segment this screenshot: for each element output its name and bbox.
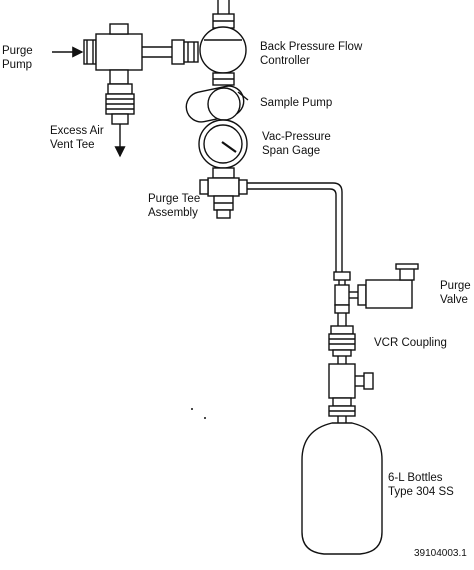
label-excess-air-vent-tee: Excess Air Vent Tee [50,124,104,152]
sample-tubing [247,182,343,272]
label-excess-air-line2: Vent Tee [50,139,95,151]
purge-valve [357,263,419,309]
top-inlet-fitting [212,0,235,29]
stray-dot [191,408,193,410]
label-back-pressure-flow-controller: Back Pressure Flow Controller [260,40,362,68]
label-sample-pump: Sample Pump [260,97,333,109]
label-bottles-line1: 6-L Bottles [388,472,443,484]
label-purge-tee-assembly: Purge Tee Assembly [148,192,200,220]
label-purge-valve-line1: Purge [440,280,471,292]
label-vac-pressure-span-gage: Vac-Pressure Span Gage [262,130,331,158]
purge-cross-fitting [83,23,143,85]
label-gage-line1: Vac-Pressure [262,131,331,143]
label-gage-line2: Span Gage [262,145,321,157]
excess-air-vent-tee [105,83,135,125]
label-purge-pump-line2: Pump [2,59,33,71]
gage-needle [221,141,237,153]
label-bpfc-line2: Controller [260,55,310,67]
bottle-valve [328,363,374,423]
six-liter-bottle [301,422,383,555]
label-bottles-line2: Type 304 SS [388,486,454,498]
sample-pump [185,85,249,123]
purge-tee-assembly [199,167,248,219]
label-purge-tee-line2: Assembly [148,207,198,219]
purge-valve-tee [333,271,358,314]
label-excess-air-line1: Excess Air [50,125,104,137]
label-purge-valve: Purge Valve [440,279,471,307]
label-purge-pump: Purge Pump [2,44,33,72]
stray-dot [204,417,206,419]
label-bpfc-line1: Back Pressure Flow [260,41,363,53]
figure-number: 39104003.1 [414,548,467,559]
label-vcr-coupling: VCR Coupling [374,337,447,349]
label-bottles: 6-L Bottles Type 304 SS [388,471,454,499]
label-purge-valve-line2: Valve [440,294,468,306]
label-purge-tee-line1: Purge Tee [148,193,201,205]
controller-outlet-fitting [212,72,235,86]
back-pressure-flow-controller [199,26,247,74]
vcr-coupling [328,313,356,364]
purge-line-pipe [142,39,199,65]
label-purge-pump-line1: Purge [2,45,33,57]
